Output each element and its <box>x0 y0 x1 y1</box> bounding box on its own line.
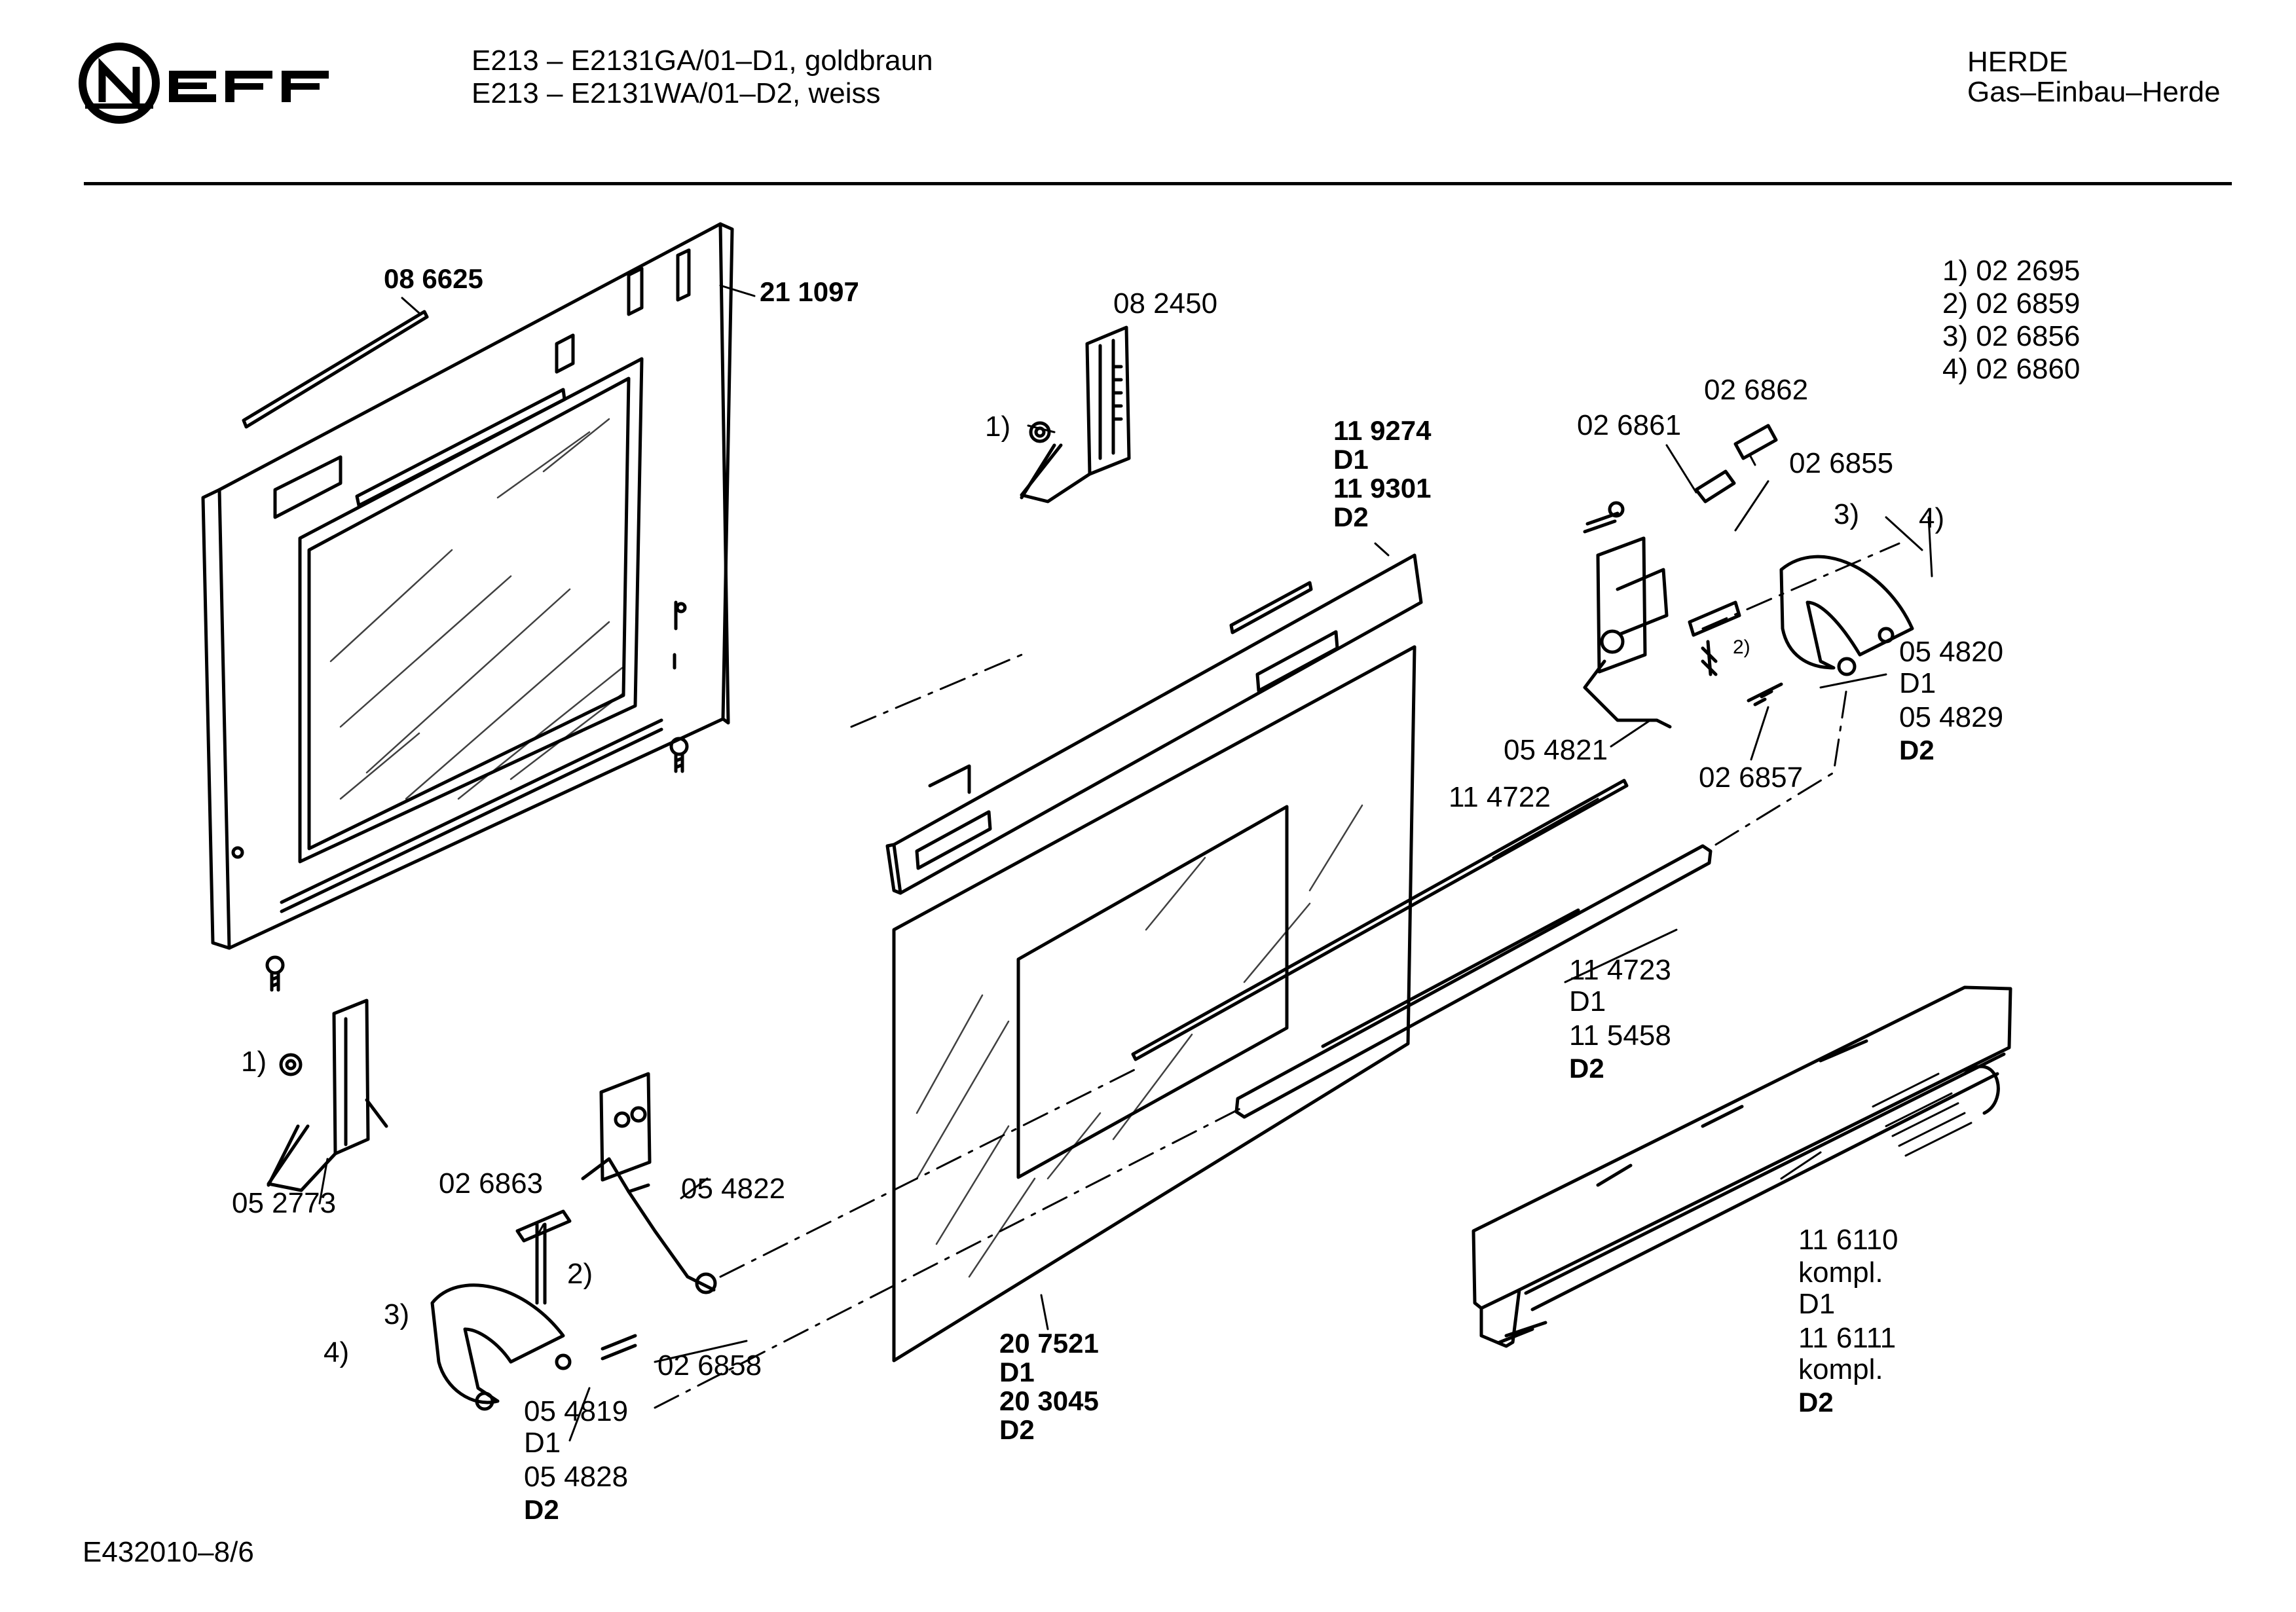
label-ref2-left: 2) <box>567 1258 593 1290</box>
label-05-2773: 05 2773 <box>232 1187 336 1219</box>
label-20-7521: 20 7521 <box>999 1328 1099 1359</box>
label-11-6110: 11 6110 <box>1798 1224 1898 1256</box>
label-02-6863: 02 6863 <box>439 1167 543 1200</box>
label-11-6110-kompl: kompl. <box>1798 1256 1883 1289</box>
label-11-9274: 11 9274 <box>1333 415 1432 446</box>
label-ref1-top: 1) <box>985 411 1010 443</box>
label-11-4723-variant: D1 <box>1569 985 1606 1017</box>
door-handle <box>1234 844 1713 1119</box>
label-02-6858: 02 6858 <box>657 1349 762 1382</box>
label-11-6111-kompl: kompl. <box>1798 1353 1883 1385</box>
label-20-3045: 20 3045 <box>999 1385 1099 1416</box>
label-05-4822: 05 4822 <box>681 1173 785 1205</box>
label-05-4819-variant: D1 <box>524 1427 561 1459</box>
label-20-3045-variant: D2 <box>999 1414 1035 1445</box>
inner-door-panel <box>201 222 734 950</box>
label-02-6861: 02 6861 <box>1577 409 1681 441</box>
spring-icon <box>515 1209 637 1361</box>
label-05-4829-variant: D2 <box>1899 735 1935 765</box>
label-11-9274-variant: D1 <box>1333 444 1369 475</box>
label-02-6855: 02 6855 <box>1789 447 1893 479</box>
label-ref3-right: 3) <box>1834 498 1859 530</box>
reference-legend: 1) 02 2695 2) 02 6859 3) 02 6856 4) 02 6… <box>1942 255 2080 385</box>
label-11-9301: 11 9301 <box>1333 473 1432 504</box>
legend-item-2: 2) 02 6859 <box>1942 287 2080 320</box>
assembly-lines <box>654 542 1900 1409</box>
label-11-6111: 11 6111 <box>1798 1322 1896 1354</box>
label-ref4-left: 4) <box>324 1336 349 1368</box>
bolt-icon <box>1583 424 1778 534</box>
label-ref3-left: 3) <box>384 1298 409 1330</box>
label-05-4828-variant: D2 <box>524 1494 559 1525</box>
category-line-1: HERDE <box>1967 46 2069 78</box>
label-11-5458-variant: D2 <box>1569 1053 1604 1084</box>
outer-glass-door <box>892 645 1416 1363</box>
header-rule <box>84 182 2232 185</box>
hinge-cam-left <box>430 1283 572 1411</box>
top-gasket-strip <box>242 310 429 429</box>
leader-lines <box>318 284 1933 1442</box>
hinge-bracket-right <box>1583 536 1783 729</box>
label-02-6857: 02 6857 <box>1699 761 1803 794</box>
legend-item-3: 3) 02 6856 <box>1942 320 2080 352</box>
document-code: E432010–8/6 <box>83 1536 254 1568</box>
label-ref1-left: 1) <box>241 1046 267 1078</box>
hinge-bottom <box>267 998 388 1192</box>
neff-logo <box>79 43 329 124</box>
label-05-4820: 05 4820 <box>1899 636 2003 668</box>
label-21-1097: 21 1097 <box>760 276 859 307</box>
model-line-1: E213 – E2131GA/01–D1, goldbraun <box>472 45 933 77</box>
label-08-6625: 08 6625 <box>384 263 483 294</box>
part-labels: 08 6625 21 1097 08 2450 1) 11 9274 D1 11… <box>232 263 2003 1525</box>
label-08-2450: 08 2450 <box>1113 287 1217 320</box>
label-11-6111-variant: D2 <box>1798 1387 1834 1418</box>
label-11-4722: 11 4722 <box>1449 781 1551 813</box>
label-05-4821: 05 4821 <box>1504 734 1608 766</box>
label-ref4-right: 4) <box>1919 502 1944 534</box>
screw-icon <box>669 737 689 773</box>
hinge-rod <box>1131 779 1629 1061</box>
label-20-7521-variant: D1 <box>999 1357 1035 1387</box>
legend-item-1: 1) 02 2695 <box>1942 255 2080 287</box>
label-05-4829: 05 4829 <box>1899 701 2003 733</box>
label-02-6862: 02 6862 <box>1704 374 1808 406</box>
label-11-6110-variant: D1 <box>1798 1288 1835 1320</box>
hinge-bracket-left <box>581 1072 717 1294</box>
rear-trim-assembly <box>1472 985 2012 1348</box>
label-05-4819: 05 4819 <box>524 1395 628 1427</box>
label-05-4828: 05 4828 <box>524 1461 628 1493</box>
category-line-2: Gas–Einbau–Herde <box>1967 76 2221 108</box>
hinge-top <box>1020 325 1131 504</box>
label-11-9301-variant: D2 <box>1333 502 1369 532</box>
label-ref2-right: 2) <box>1733 636 1750 658</box>
screw-icon <box>265 955 285 992</box>
legend-item-4: 4) 02 6860 <box>1942 353 2080 385</box>
hinge-cam-right <box>1779 555 1914 676</box>
upper-door-trim <box>885 553 1423 895</box>
label-11-4723: 11 4723 <box>1569 954 1671 986</box>
model-line-2: E213 – E2131WA/01–D2, weiss <box>472 77 881 109</box>
label-11-5458: 11 5458 <box>1569 1019 1671 1052</box>
label-05-4820-variant: D1 <box>1899 667 1936 699</box>
